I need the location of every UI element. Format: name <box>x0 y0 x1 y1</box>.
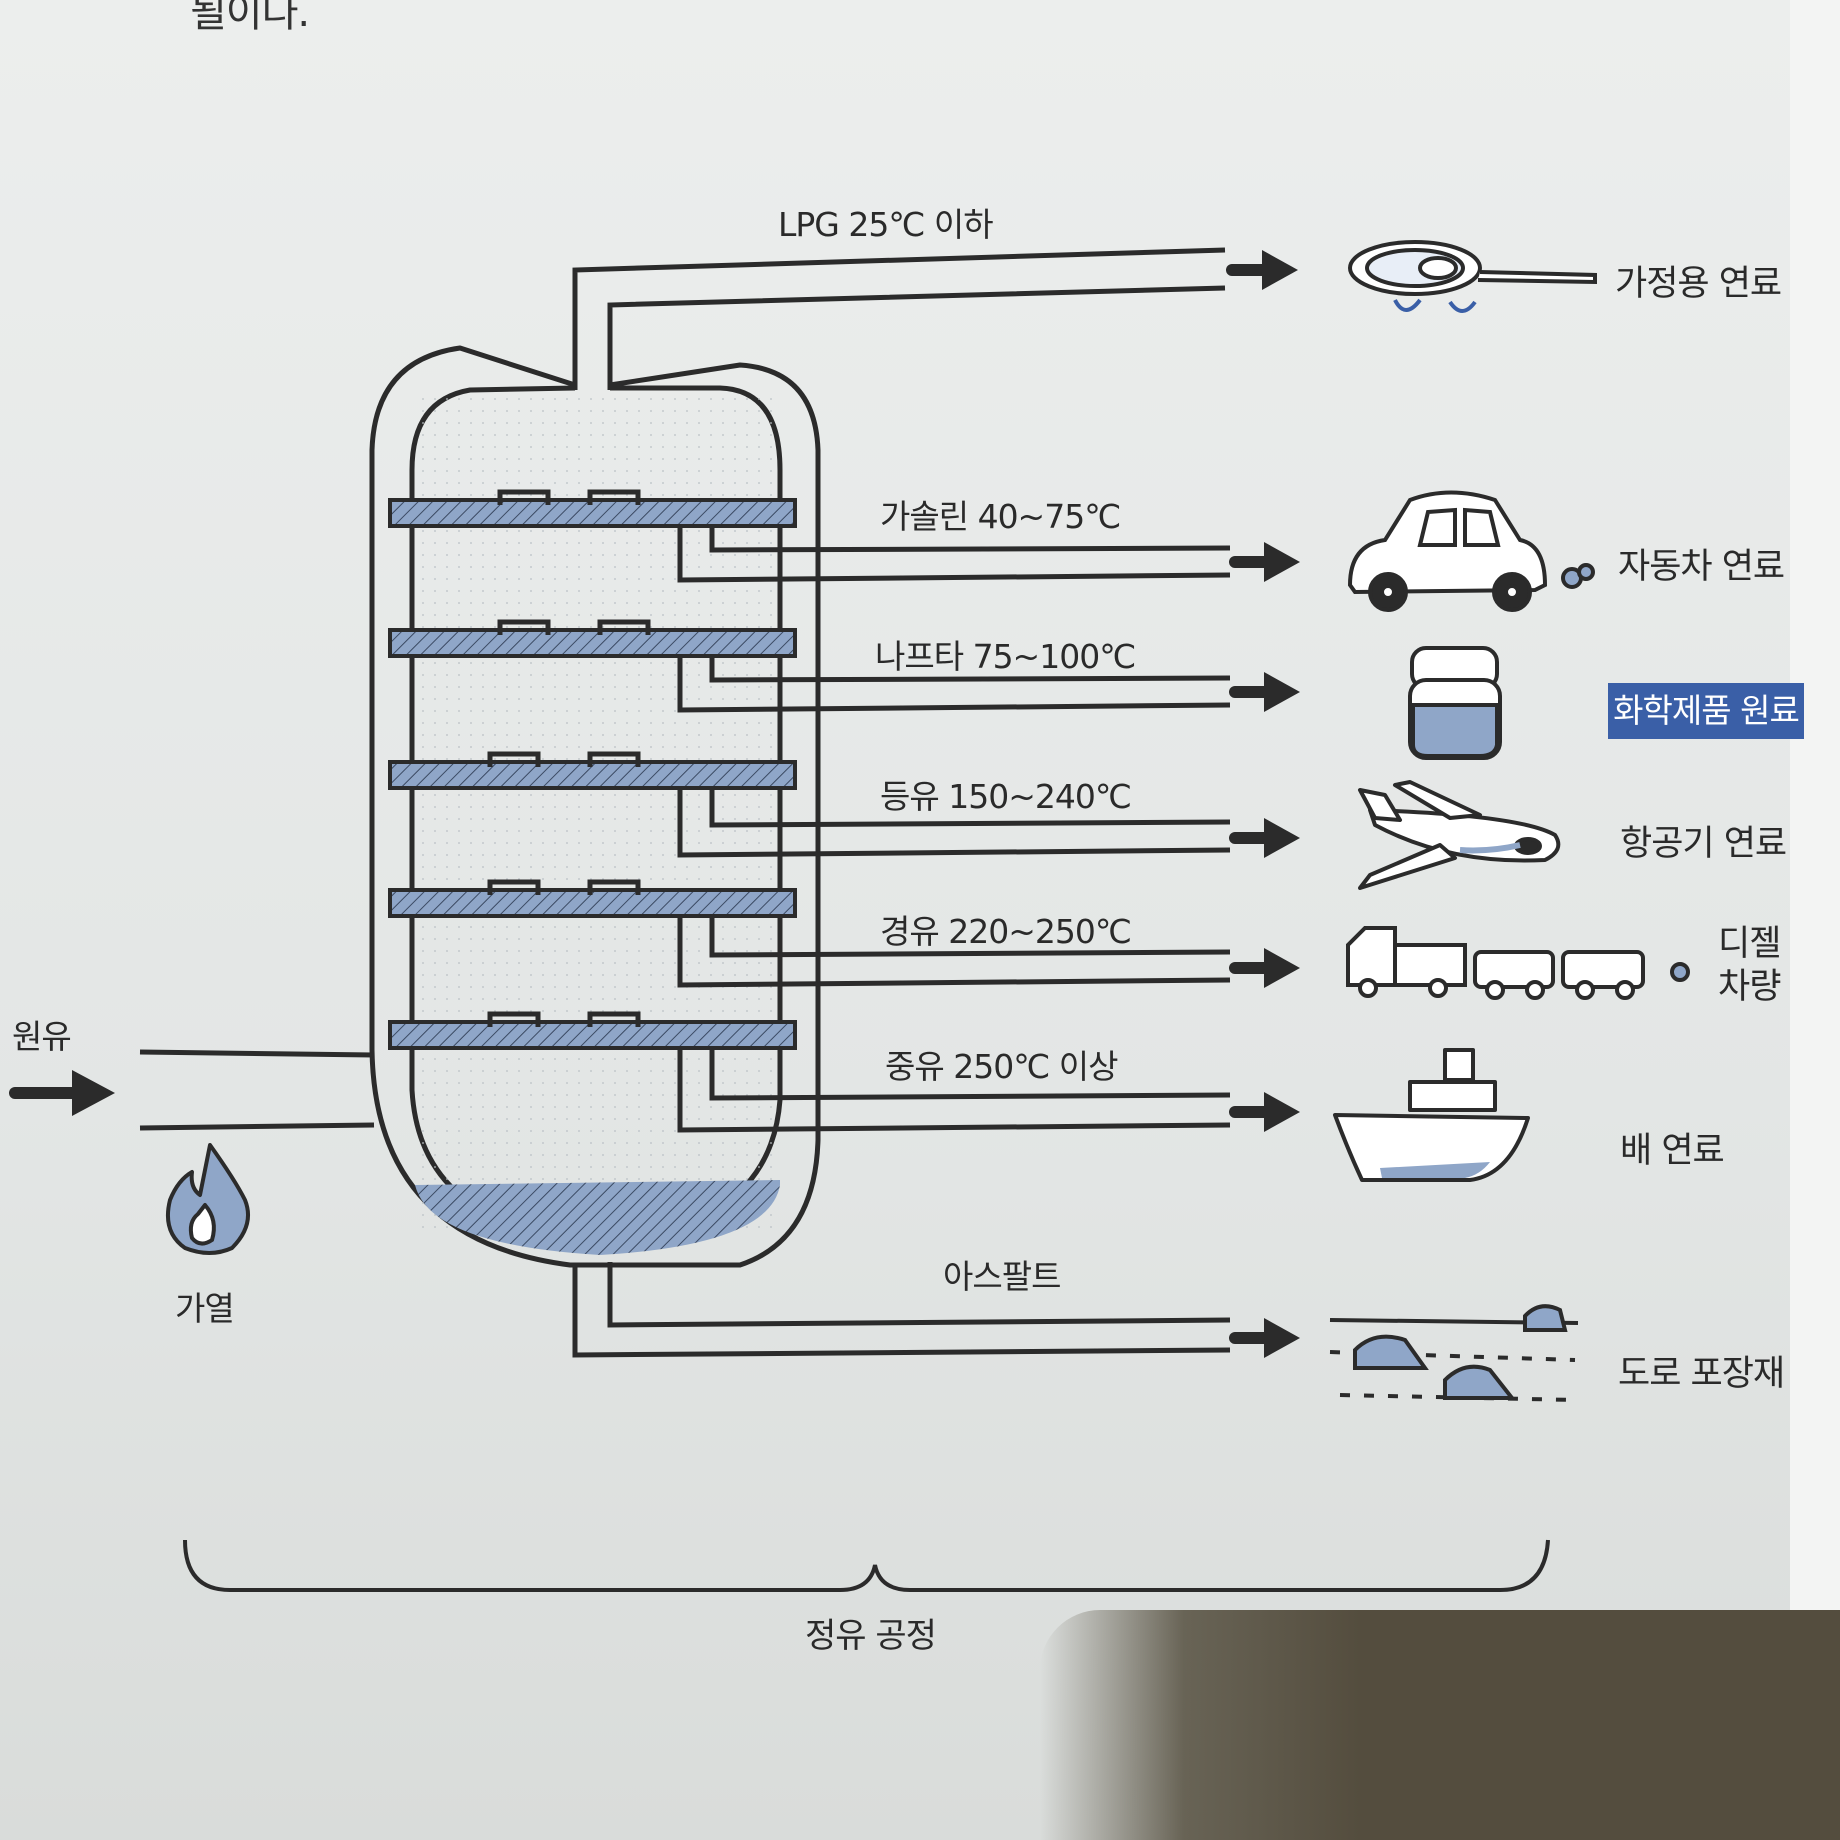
hand-shadow <box>1040 1610 1840 1840</box>
truck-icon <box>1346 926 1690 1000</box>
tray-1 <box>388 489 797 528</box>
use-car-fuel: 자동차 연료 <box>1618 547 1785 587</box>
header-text-fragment: 될이다. <box>190 0 310 36</box>
refining-process-label: 정유 공정 <box>805 1616 937 1656</box>
column-outer-wall <box>369 345 821 1268</box>
process-brace <box>183 1539 1550 1592</box>
crude-arrow <box>9 1070 115 1116</box>
frying-pan-icon <box>1348 240 1597 313</box>
tray-3 <box>388 751 797 790</box>
ship-icon <box>1333 1048 1530 1182</box>
tray-4 <box>388 879 797 918</box>
use-ship-fuel: 배 연료 <box>1620 1131 1725 1171</box>
side-draw-pipes <box>572 526 1231 1358</box>
lpg-arrow <box>1226 250 1298 290</box>
use-aviation-fuel: 항공기 연료 <box>1620 824 1787 864</box>
fraction-heavy-oil-label: 중유 250℃ 이상 <box>885 1047 1118 1086</box>
fraction-gasoline-label: 가솔린 40~75℃ <box>880 497 1121 536</box>
tray-2 <box>388 619 797 658</box>
tray-5 <box>388 1011 797 1050</box>
crude-oil-label: 원유 <box>12 1017 72 1056</box>
fraction-diesel-label: 경유 220~250℃ <box>880 912 1132 951</box>
bottom-residue <box>415 1180 780 1255</box>
use-diesel-vehicle-fuel-line2: 차량 연료 <box>1718 967 1790 1007</box>
trays <box>388 489 797 1255</box>
car-icon <box>1347 490 1595 612</box>
heat-label: 가열 <box>175 1289 235 1328</box>
fraction-asphalt-label: 아스팔트 <box>943 1257 1061 1296</box>
fraction-naphtha-label: 나프타 75~100℃ <box>875 637 1136 676</box>
jar-icon <box>1408 646 1502 760</box>
use-road-paving-material: 도로 포장재 원료 <box>1618 1354 1788 1394</box>
use-chemical-feedstock: 화학제품 원료 <box>1608 683 1804 739</box>
use-household-fuel: 가정용 연료 <box>1615 264 1782 304</box>
airplane-icon <box>1358 780 1561 890</box>
fraction-lpg-label: LPG 25℃ 이하 <box>778 205 994 244</box>
use-diesel-vehicle-fuel-line1: 디젤 엔진 <box>1718 924 1790 964</box>
flame-icon <box>165 1143 250 1255</box>
fraction-kerosene-label: 등유 150~240℃ <box>880 777 1132 816</box>
crude-feed-pipe <box>139 1049 375 1131</box>
road-cars-icon <box>1329 1304 1579 1402</box>
lpg-pipe <box>572 247 1226 390</box>
distillation-column <box>369 345 821 1268</box>
facing-page-edge <box>1790 0 1840 1610</box>
output-arrows <box>1229 542 1300 1358</box>
